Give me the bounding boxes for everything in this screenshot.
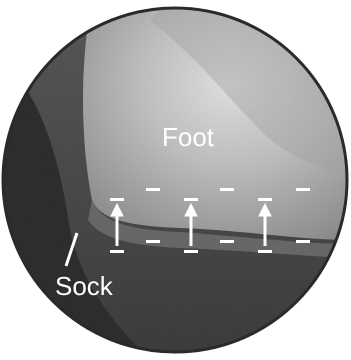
upper-dash (146, 188, 160, 191)
upper-dash (110, 198, 124, 201)
upper-dash (220, 188, 234, 191)
sock-label: Sock (55, 271, 114, 301)
lower-dash (220, 240, 234, 243)
foot-label: Foot (162, 122, 215, 152)
lower-dash (258, 250, 272, 253)
lower-dash (110, 250, 124, 253)
upper-dash (258, 198, 272, 201)
lower-dash (184, 250, 198, 253)
upper-dash (184, 198, 198, 201)
upper-dash (296, 188, 310, 191)
lower-dash (146, 240, 160, 243)
lower-dash (296, 240, 310, 243)
